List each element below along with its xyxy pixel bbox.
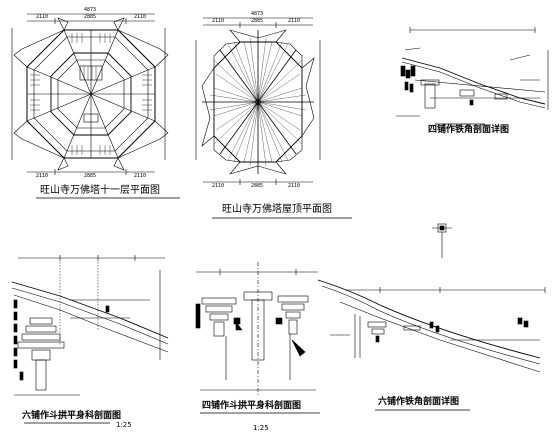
roof-dim-bottom-1: 2110 (212, 183, 225, 189)
caption-roofplan: 旺山寺万佛塔屋顶平面图 (222, 204, 332, 215)
scale-four-bracket: 1:25 (253, 424, 269, 432)
plan11-dim-bottom-3: 2110 (134, 173, 147, 179)
caption-six-bracket: 六铺作斗拱平身科剖面图 (22, 411, 122, 421)
roof-dim-top-1: 2110 (212, 18, 225, 24)
caption-four-bracket: 四铺作斗拱平身科剖面图 (202, 401, 302, 411)
plan11-dim-bottom-2: 2885 (84, 173, 97, 179)
corner6-drawing (317, 279, 546, 411)
plan11-dim-bottom-1: 2110 (36, 173, 49, 179)
plan11-dim-top-2: 2885 (84, 14, 97, 20)
caption-plan11: 旺山寺万佛塔十一层平面图 (40, 185, 160, 196)
plan11-dim-top-3: 2110 (134, 14, 147, 20)
roof-dim-total: 4873 (251, 11, 264, 17)
scale-six-bracket: 1:25 (116, 421, 132, 429)
roof-dim-top-2: 2885 (251, 18, 264, 24)
roofplan-drawing (195, 17, 352, 219)
plan11-dim-top-1: 2110 (36, 14, 49, 20)
plan11-drawing (11, 13, 180, 199)
plan11-dim-total: 4873 (84, 7, 97, 13)
roof-dim-top-3: 2110 (288, 18, 301, 24)
caption-corner6: 六铺作铁角剖面详图 (378, 397, 460, 407)
caption-corner4: 四铺作铁角剖面详图 (428, 125, 510, 135)
roof-dim-bottom-3: 2110 (288, 183, 301, 189)
six-bracket-drawing (11, 255, 169, 424)
roof-dim-bottom-2: 2885 (251, 183, 264, 189)
four-bracket-drawing (195, 262, 320, 414)
corner4-drawing (396, 27, 549, 258)
